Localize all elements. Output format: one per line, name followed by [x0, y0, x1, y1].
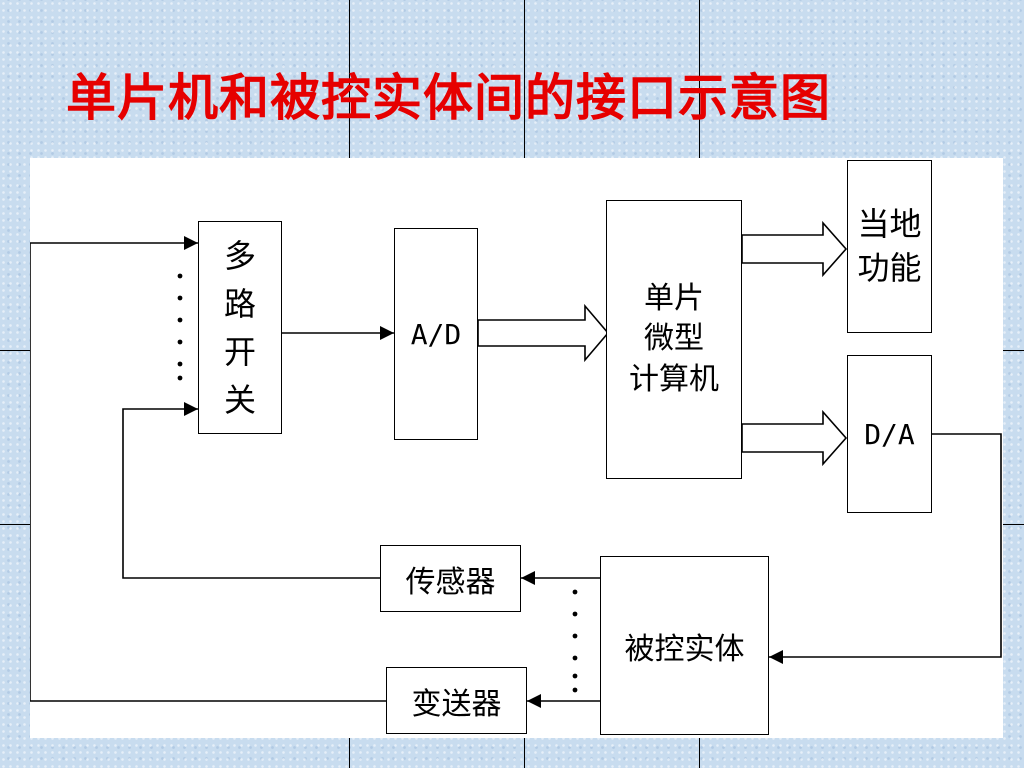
- multiplexer-label: 多 路 开 关: [223, 236, 256, 419]
- slide-title: 单片机和被控实体间的接口示意图: [66, 68, 831, 127]
- entity-output-ellipsis: [572, 589, 578, 693]
- dac-block: D/A: [847, 355, 932, 513]
- diagram-connectors: [30, 220, 1002, 708]
- multiplexer-block: 多 路 开 关: [198, 221, 282, 434]
- controlled-entity-block: 被控实体: [600, 556, 769, 735]
- sensor-label: 传感器: [405, 564, 496, 600]
- adc-label: A/D: [410, 317, 462, 351]
- adc-to-mcu-bus-arrow: [477, 303, 610, 363]
- transmitter-label: 变送器: [411, 686, 502, 722]
- mcu-label: 单片 微型 计算机: [629, 280, 719, 397]
- dac-to-entity-line: [769, 433, 1002, 664]
- transmitter-to-mux-line: [30, 236, 386, 702]
- sensor-to-mux-line: [122, 402, 380, 579]
- dac-label: D/A: [864, 417, 915, 451]
- local-function-block: 当地 功能: [847, 160, 932, 333]
- adc-block: A/D: [394, 228, 478, 440]
- transmitter-block: 变送器: [386, 667, 527, 734]
- mcu-to-local-bus-arrow: [741, 220, 848, 278]
- mcu-block: 单片 微型 计算机: [606, 200, 742, 479]
- mux-input-ellipsis: [177, 273, 183, 381]
- diagram-panel: 多 路 开 关 A/D 单片 微型 计算机 当地 功能 D/A 传感器 被控实体…: [30, 158, 1003, 738]
- mcu-to-dac-bus-arrow: [741, 409, 848, 467]
- local-function-label: 当地 功能: [857, 205, 922, 287]
- controlled-entity-label: 被控实体: [624, 631, 745, 667]
- sensor-block: 传感器: [380, 545, 521, 612]
